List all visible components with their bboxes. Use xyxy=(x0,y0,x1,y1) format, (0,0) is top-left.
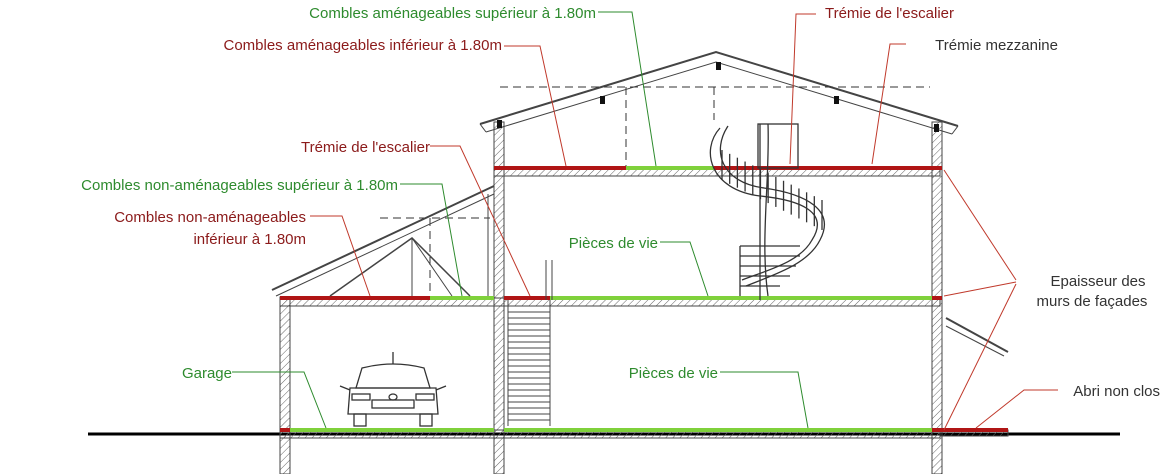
label-epaisseur-1: Epaisseur des xyxy=(1050,273,1145,290)
floor-first-green-left xyxy=(430,296,494,300)
floor-first-red-left xyxy=(280,296,430,300)
truss-diag xyxy=(411,237,453,297)
label-combles-non-amenageables-inf-1: Combles non-aménageables xyxy=(114,209,306,226)
roof-edge-right xyxy=(951,125,959,135)
floor-first-green xyxy=(550,296,932,300)
floor-first-red-wall xyxy=(932,296,942,300)
straight-stair xyxy=(507,260,553,426)
label-pieces-de-vie-lower: Pièces de vie xyxy=(629,365,718,382)
main-roof xyxy=(479,50,959,127)
floor-attic-green xyxy=(626,166,714,170)
lean-roof-inner xyxy=(275,193,495,297)
label-garage: Garage xyxy=(182,365,232,382)
label-abri-non-clos: Abri non clos xyxy=(1073,383,1160,400)
floor-wall-red-left xyxy=(280,428,290,432)
label-pieces-de-vie-upper: Pièces de vie xyxy=(569,235,658,252)
shelter-roof2 xyxy=(945,325,1005,357)
floor-attic-red-right xyxy=(714,166,942,170)
truss xyxy=(329,237,471,297)
label-combles-non-amenageables-sup: Combles non-aménageables supérieur à 1.8… xyxy=(81,177,398,194)
floor-garage-green xyxy=(290,428,494,432)
label-combles-amenageables-inf: Combles aménageables inférieur à 1.80m xyxy=(224,37,503,54)
wall-left-garage xyxy=(279,296,291,474)
label-tremie-escalier-top: Trémie de l'escalier xyxy=(825,5,954,22)
lean-roof xyxy=(271,185,495,291)
car-icon xyxy=(339,352,447,427)
floor-ground-green xyxy=(504,428,932,432)
spiral-stair xyxy=(709,123,826,300)
roof-markers xyxy=(497,62,939,132)
label-tremie-escalier-mid: Trémie de l'escalier xyxy=(301,139,430,156)
shelter-roof xyxy=(945,317,1009,353)
floor-first-red-stair xyxy=(504,296,550,300)
label-tremie-mezzanine: Trémie mezzanine xyxy=(935,37,1058,54)
label-epaisseur-2: murs de façades xyxy=(1037,293,1148,310)
label-combles-amenageables-sup: Combles aménageables supérieur à 1.80m xyxy=(309,5,596,22)
leader-lines xyxy=(232,11,1058,431)
floor-wall-red-right xyxy=(932,428,1008,432)
floor-attic-red-left xyxy=(494,166,626,170)
label-combles-non-amenageables-inf-2: inférieur à 1.80m xyxy=(193,231,306,248)
roof-edge-left xyxy=(479,123,487,133)
